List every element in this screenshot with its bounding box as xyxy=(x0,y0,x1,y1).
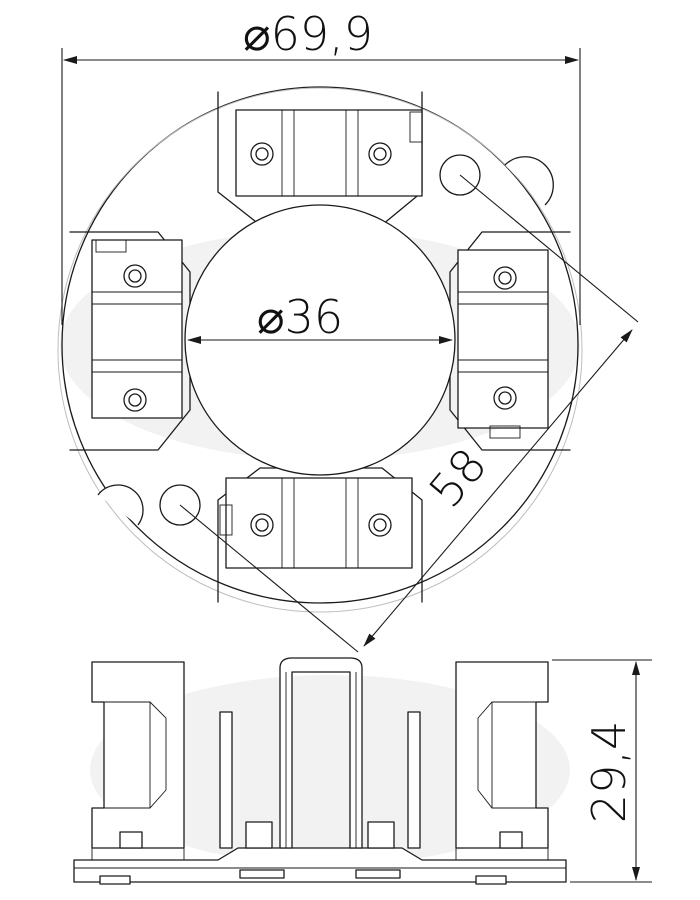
dimension-height: 29,4 xyxy=(552,659,652,883)
notch-top-right xyxy=(504,156,554,206)
terminal-left xyxy=(245,821,273,849)
inner-diameter-value: 36 xyxy=(285,290,344,344)
side-holder-right xyxy=(455,661,549,861)
outer-diameter-value: 69,9 xyxy=(271,7,373,61)
mounting-hole-bottom-left xyxy=(159,484,201,526)
outer-diameter-symbol: ⌀ xyxy=(243,7,271,61)
brush-holder-bottom xyxy=(217,467,423,603)
inner-diameter-symbol: ⌀ xyxy=(257,290,285,344)
top-view xyxy=(57,86,583,613)
svg-text:⌀69,9: ⌀69,9 xyxy=(243,7,373,61)
side-holder-left xyxy=(91,661,185,861)
tab-right xyxy=(407,711,421,849)
base-plate xyxy=(73,847,567,883)
terminal-right xyxy=(367,821,395,849)
notch-bottom-left xyxy=(97,484,144,526)
svg-text:⌀36: ⌀36 xyxy=(257,290,343,344)
mounting-hole-top-right xyxy=(439,154,481,196)
brush-holder-left xyxy=(69,231,191,451)
height-value: 29,4 xyxy=(582,721,636,823)
brush-holder-top xyxy=(217,91,423,226)
tab-left xyxy=(219,711,233,849)
side-view xyxy=(73,657,567,885)
side-holder-center xyxy=(279,657,363,849)
dimension-inner-diameter: ⌀36 xyxy=(187,290,453,344)
dimension-outer-diameter: ⌀69,9 xyxy=(61,7,581,325)
